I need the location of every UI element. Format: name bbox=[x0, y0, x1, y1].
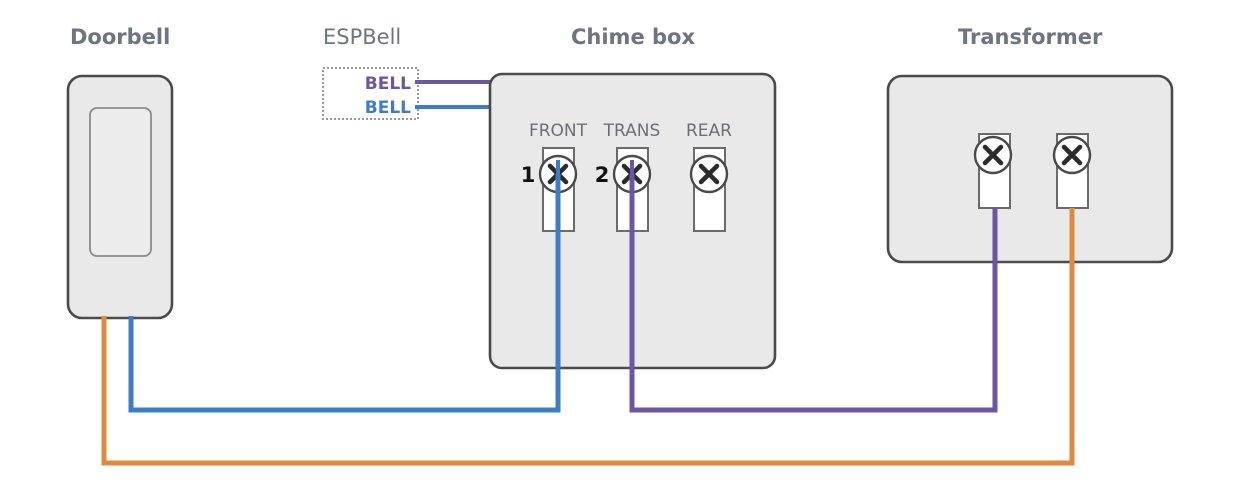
espbell-box bbox=[322, 67, 419, 120]
transformer-screw-2-cross-b bbox=[1061, 144, 1083, 166]
chime-terminal-label-front: FRONT bbox=[529, 121, 588, 141]
espbell-device: BELL BELL bbox=[322, 67, 419, 120]
doorbell-title: Doorbell bbox=[70, 25, 170, 49]
espbell-title: ESPBell bbox=[323, 25, 401, 49]
chime-screw-rear-cross-b bbox=[698, 163, 720, 185]
chime-terminal-label-trans: TRANS bbox=[603, 121, 661, 141]
chime-terminal-number-1: 1 bbox=[521, 163, 536, 187]
chime-title: Chime box bbox=[571, 25, 695, 49]
transformer-device bbox=[886, 74, 1174, 264]
doorbell-button-face[interactable] bbox=[89, 107, 152, 257]
espbell-terminal-label-1: BELL bbox=[365, 74, 411, 94]
transformer-title: Transformer bbox=[958, 25, 1103, 49]
chime-terminal-number-2: 2 bbox=[595, 163, 610, 187]
doorbell-device bbox=[66, 74, 174, 320]
transformer-screw-1-cross-b bbox=[982, 144, 1004, 166]
transformer-body bbox=[886, 74, 1174, 264]
espbell-terminal-label-2: BELL bbox=[365, 98, 411, 118]
chime-terminal-label-rear: REAR bbox=[686, 121, 732, 141]
